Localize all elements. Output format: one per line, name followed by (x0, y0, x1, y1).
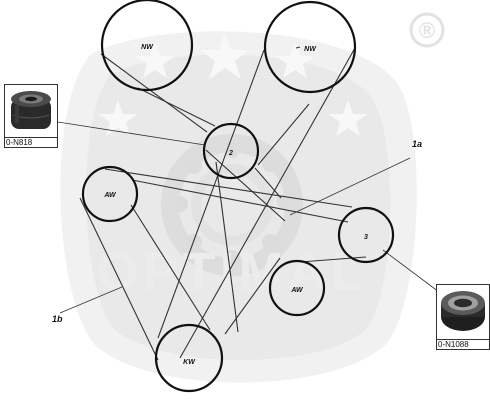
belt-1b (79, 161, 367, 361)
callout-belt-1a: 1a (412, 139, 422, 149)
part-box-0-N818: 0-N818 (4, 84, 58, 148)
pulley-nw-right: NW (263, 0, 357, 94)
svg-text:AW: AW (103, 192, 117, 199)
svg-text:AW: AW (290, 287, 304, 294)
pulley-idler-3: 3 (337, 206, 395, 264)
part-leaders (57, 121, 444, 314)
svg-text:3: 3 (364, 234, 368, 241)
registered-mark-icon: ® (409, 12, 445, 48)
svg-text:2: 2 (228, 150, 233, 157)
svg-text:NW: NW (304, 46, 317, 53)
svg-text:®: ® (419, 18, 435, 43)
tensioner-bearing-icon (5, 85, 57, 137)
pulley-aw-right: AW (268, 259, 326, 317)
idler-bearing-icon (437, 285, 489, 339)
part-code-label: 0-N818 (5, 137, 57, 147)
pulley-aw-left: AW (81, 165, 139, 223)
callout-belt-1b: 1b (52, 314, 63, 324)
belt-1a (100, 46, 356, 359)
pulley-kw: KW (154, 323, 224, 393)
watermark-text: OPTIMAL (97, 242, 368, 302)
part-code-label: 0-N1088 (437, 339, 489, 349)
watermark-stars (98, 32, 368, 136)
pulley-idler-2: 2 (202, 122, 260, 180)
part-box-0-N1088: 0-N1088 (436, 284, 490, 350)
svg-text:NW: NW (141, 44, 154, 51)
svg-text:KW: KW (183, 359, 196, 366)
brand-watermark: OPTIMAL (60, 31, 417, 383)
pulley-nw-left: NW (100, 0, 194, 92)
